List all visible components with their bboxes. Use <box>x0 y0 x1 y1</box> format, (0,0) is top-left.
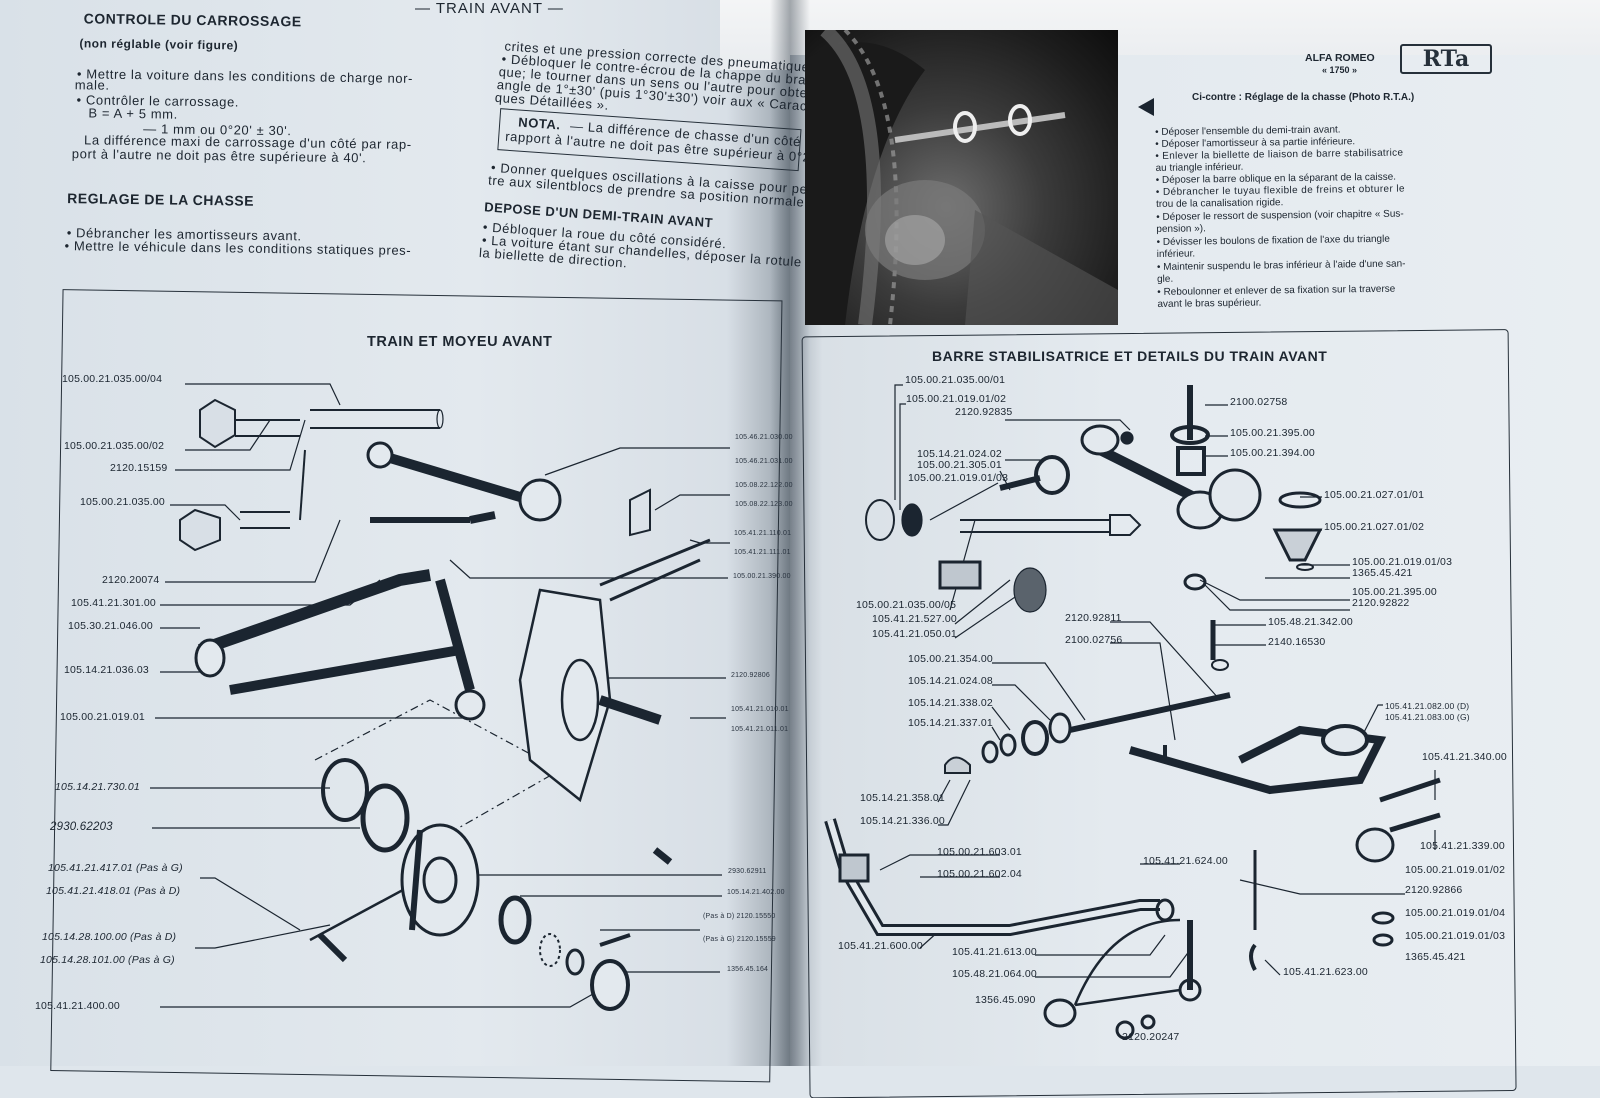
part-label: 2930.62911 <box>728 868 767 875</box>
part-label: 105.41.21.613.00 <box>952 946 1037 958</box>
part-label: 105.41.21.417.01 (Pas à G) <box>48 862 183 874</box>
part-label: 105.00.21.354.00 <box>908 653 993 665</box>
part-label: 105.08.22.122.00 <box>735 482 793 489</box>
part-label: 2120.20247 <box>1122 1031 1180 1043</box>
heading-reglage-chasse: REGLAGE DE LA CHASSE <box>67 190 255 209</box>
text-line: gle. <box>1157 273 1174 285</box>
part-label: 105.00.21.019.01/02 <box>906 393 1007 405</box>
part-label: 105.48.21.342.00 <box>1268 616 1353 628</box>
part-label: 105.00.21.602.04 <box>937 868 1022 880</box>
part-label: 2120.92866 <box>1405 884 1463 896</box>
part-label: 1356.45.164 <box>727 966 769 973</box>
part-label: 1365.45.421 <box>1405 951 1466 963</box>
part-label: 105.00.21.019.01/02 <box>1405 864 1506 876</box>
part-label: 105.14.21.336.00 <box>860 815 945 827</box>
part-label: 1356.45.090 <box>975 994 1036 1006</box>
text-line: trou de la canalisation rigide. <box>1155 197 1284 210</box>
part-label: 105.41.21.340.00 <box>1422 751 1507 763</box>
part-label: 105.14.21.036.03 <box>64 664 149 676</box>
part-label: 2100.02758 <box>1230 396 1288 408</box>
brand-name: ALFA ROMEO <box>1305 52 1375 64</box>
part-label: 105.00.21.019.01/03 <box>1405 930 1506 942</box>
part-label: 105.00.21.390.00 <box>733 573 791 580</box>
text-line: B = A + 5 mm. <box>88 105 178 122</box>
model-name: « 1750 » <box>1322 65 1358 75</box>
part-label: 105.30.21.046.00 <box>68 620 153 632</box>
part-label: 105.00.21.019.01 <box>60 711 145 723</box>
part-label: 105.41.21.301.00 <box>71 597 156 609</box>
part-label: 2120.15159 <box>110 462 168 474</box>
part-label: 105.14.28.100.00 (Pas à D) <box>42 931 177 943</box>
part-label: 105.00.21.019.01/03 <box>908 472 1009 484</box>
text-line: pension »). <box>1156 223 1206 235</box>
part-label: 105.41.21.623.00 <box>1283 966 1368 978</box>
part-label: 105.41.21.339.00 <box>1420 840 1505 852</box>
part-label: 105.41.21.111.01 <box>734 549 791 556</box>
rta-logo: RTa <box>1400 44 1492 74</box>
part-label: 105.41.21.010.01 <box>731 706 789 713</box>
text-line: avant le bras supérieur. <box>1157 297 1262 310</box>
part-label: 105.00.21.305.01 <box>917 459 1002 471</box>
part-label: (Pas à D) 2120.15550 <box>703 913 776 920</box>
diagram-title-train-moyeu: TRAIN ET MOYEU AVANT <box>367 334 553 350</box>
part-label: 105.41.21.624.00 <box>1143 855 1228 867</box>
part-label: 2100.02756 <box>1065 634 1123 646</box>
part-label: 2120.92811 <box>1065 612 1122 624</box>
part-label: 105.14.21.024.02 <box>917 448 1002 460</box>
part-label: 105.00.21.395.00 <box>1352 586 1437 598</box>
part-label: 105.00.21.019.01/04 <box>1405 907 1506 919</box>
part-label: 105.46.21.031.00 <box>735 458 793 465</box>
photo-reglage-chasse <box>805 30 1118 325</box>
heading-controle-carrossage: CONTROLE DU CARROSSAGE <box>83 10 302 30</box>
part-label: 105.14.21.730.01 <box>55 781 140 793</box>
part-label: 105.14.21.358.01 <box>860 792 945 804</box>
part-label: 105.41.21.600.00 <box>838 940 923 952</box>
part-label: 105.41.21.083.00 (G) <box>1385 712 1470 722</box>
part-label: 2120.92822 <box>1352 597 1410 609</box>
part-label: 105.41.21.110.01 <box>734 530 792 537</box>
part-label: 2120.92806 <box>731 672 770 679</box>
part-label: 1365.45.421 <box>1352 567 1413 579</box>
part-label: 105.00.21.035.00/01 <box>905 374 1006 386</box>
part-label: 105.00.21.035.00/04 <box>62 373 163 385</box>
part-label: 105.14.28.101.00 (Pas à G) <box>40 954 175 966</box>
part-label: 105.14.21.402.00 <box>727 889 785 896</box>
part-label: 105.00.21.035.00 <box>80 496 165 508</box>
part-label: 105.00.21.027.01/01 <box>1324 489 1425 501</box>
book-gutter <box>770 0 810 1066</box>
part-label: 105.00.21.603.01 <box>937 846 1022 858</box>
photo-caption: Ci-contre : Réglage de la chasse (Photo … <box>1192 92 1415 103</box>
part-label: 105.46.21.030.00 <box>735 434 793 441</box>
subheading-non-reglable: (non réglable (voir figure) <box>79 36 239 53</box>
part-label: 105.14.21.024.08 <box>908 675 993 687</box>
part-label: 105.41.21.011.01 <box>731 726 789 733</box>
text-line: male. <box>74 77 110 93</box>
part-label: 105.48.21.064.00 <box>952 968 1037 980</box>
part-label: (Pas à G) 2120.15559 <box>703 936 776 943</box>
part-label: 105.08.22.123.00 <box>735 501 793 508</box>
part-label: 105.41.21.050.01 <box>872 628 957 640</box>
part-label: 105.00.21.027.01/02 <box>1324 521 1425 533</box>
part-label: 105.14.21.338.02 <box>908 697 993 709</box>
part-label: 105.41.21.082.00 (D) <box>1385 701 1470 711</box>
part-label: 105.00.21.035.00/02 <box>64 440 165 452</box>
text-line: inférieur. <box>1156 248 1196 260</box>
part-label: 105.00.21.395.00 <box>1230 427 1315 439</box>
running-head: — TRAIN AVANT — <box>415 0 564 17</box>
part-label: 105.00.21.019.01/03 <box>1352 556 1453 568</box>
part-label: 2120.92835 <box>955 406 1013 418</box>
part-label: 105.41.21.418.01 (Pas à D) <box>46 885 181 897</box>
part-label: 105.00.21.394.00 <box>1230 447 1315 459</box>
part-label: 105.41.21.400.00 <box>35 1000 120 1012</box>
part-label: 2140.16530 <box>1268 636 1326 648</box>
photo-content <box>805 30 1118 325</box>
part-label: 2930.62203 <box>50 821 113 833</box>
part-label: 105.41.21.527.00 <box>872 613 957 625</box>
part-label: 2120.20074 <box>102 574 160 586</box>
diagram-title-barre-stabilisatrice: BARRE STABILISATRICE ET DETAILS DU TRAIN… <box>932 348 1328 364</box>
part-label: 105.14.21.337.01 <box>908 717 993 729</box>
part-label: 105.00.21.035.00/05 <box>856 599 957 611</box>
left-arrow-icon <box>1138 98 1154 116</box>
